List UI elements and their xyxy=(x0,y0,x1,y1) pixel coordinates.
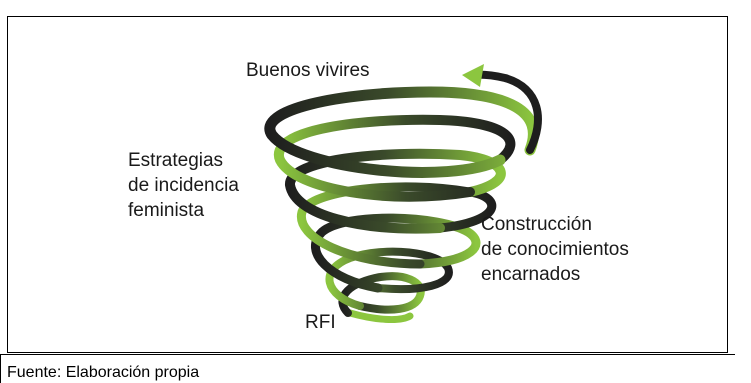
label-estrategias: Estrategias de incidencia feminista xyxy=(128,148,239,223)
label-line: de conocimientos xyxy=(481,239,629,260)
label-line: feminista xyxy=(128,200,205,221)
spiral-loop-1 xyxy=(338,272,425,317)
label-buenos-vivires: Buenos vivires xyxy=(246,60,370,81)
spiral-loop-6 xyxy=(273,114,516,202)
spiral-rise xyxy=(468,70,542,154)
arrowhead-icon xyxy=(462,64,484,87)
label-construccion: Construcción de conocimientos encarnados xyxy=(481,212,629,287)
label-line: Construcción xyxy=(481,214,592,235)
label-rfi: RFI xyxy=(305,312,336,333)
figure-caption: Fuente: Elaboración propia xyxy=(7,364,200,381)
caption-divider xyxy=(0,354,735,355)
figure-frame xyxy=(7,16,728,353)
spiral-loop-7 xyxy=(264,86,539,178)
caption-divider-left xyxy=(0,354,1,383)
spiral-loop-2 xyxy=(325,247,453,310)
spiral-loop-3 xyxy=(311,213,481,293)
spiral-tail xyxy=(346,309,414,324)
label-line: de incidencia xyxy=(128,175,239,196)
label-line: encarnados xyxy=(481,264,581,285)
label-line: Estrategias xyxy=(128,150,224,171)
